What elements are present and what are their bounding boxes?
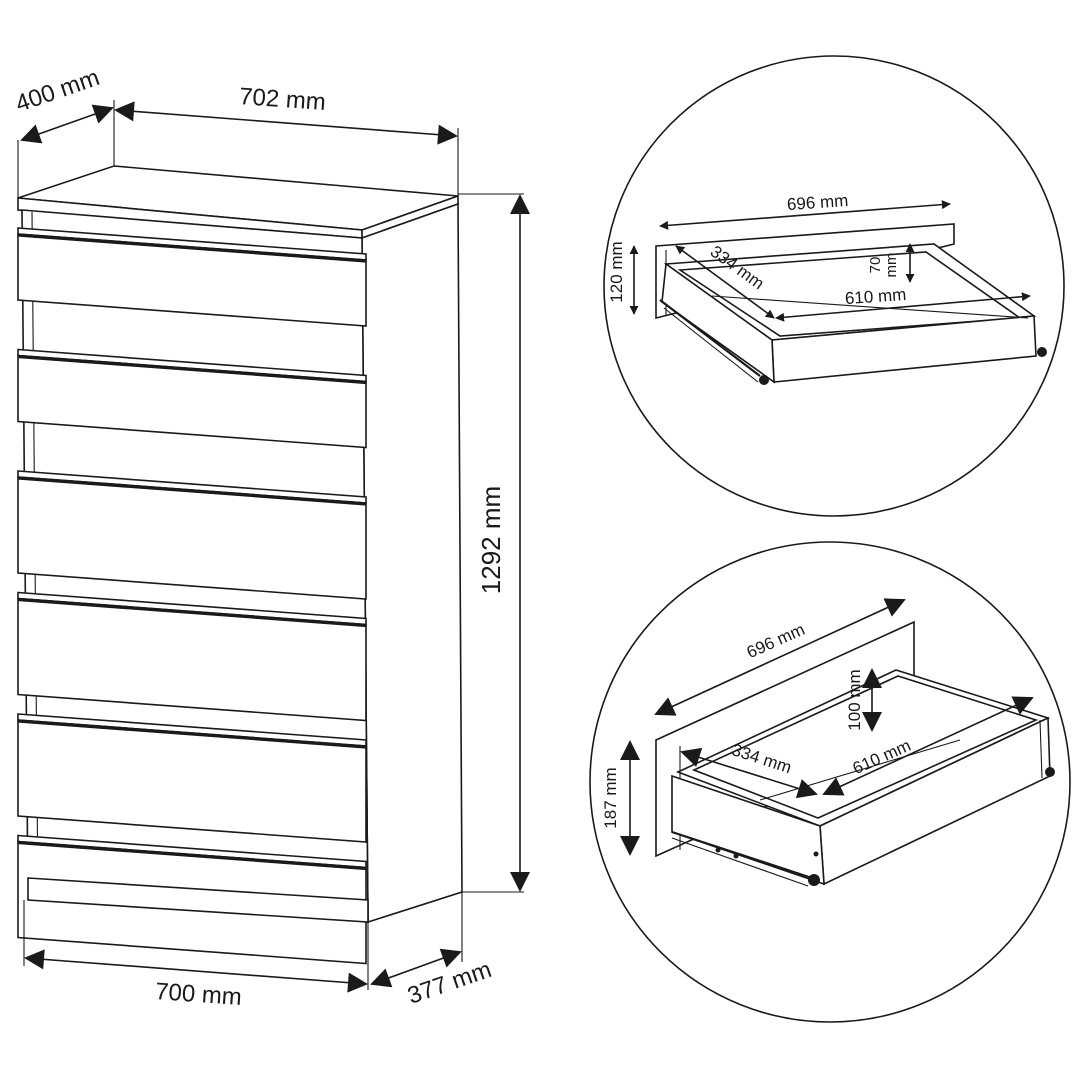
dim-arrow-depth-top <box>20 104 114 144</box>
label-small-inner-width: 610 mm <box>844 285 907 308</box>
label-large-inner-height: 100 mm <box>845 669 864 730</box>
label-height: 1292 mm <box>476 486 506 594</box>
cabinet-side-panel <box>361 202 463 924</box>
drawer-top-edge <box>17 598 367 628</box>
small-drawer-wheel <box>1037 347 1047 357</box>
drawer-front <box>17 233 367 327</box>
drawer-fronts <box>17 227 367 965</box>
large-drawer-runner <box>671 830 813 880</box>
label-large-front-width: 696 mm <box>744 620 808 662</box>
drawer-top-edge <box>17 234 367 263</box>
drawer-front <box>17 597 367 722</box>
label-width-bottom: 700 mm <box>154 978 242 1011</box>
dim-arrow-large-inner-depth <box>680 747 818 799</box>
drawer-top-edge <box>17 477 367 506</box>
label-small-front-width: 696 mm <box>786 191 849 214</box>
small-drawer-wheel <box>759 375 769 385</box>
detail-circle-large <box>589 541 1071 1023</box>
label-small-inner-height-value: 70 <box>867 257 884 274</box>
drawer-front <box>17 719 367 843</box>
dim-arrow-large-front-width <box>654 598 906 716</box>
label-depth-bottom: 377 mm <box>404 956 495 1010</box>
dim-arrow-depth-bottom <box>370 948 462 988</box>
large-drawer-runner-edge <box>671 837 809 887</box>
dim-arrow-large-inner-width <box>822 696 1034 796</box>
label-large-front-height: 187 mm <box>601 767 620 828</box>
dim-arrow-small-inner-width <box>775 292 1031 322</box>
drawer-top-edge <box>17 355 367 385</box>
large-drawer-wheel <box>1045 767 1055 777</box>
large-drawer-wheel <box>808 874 820 886</box>
label-width-top: 702 mm <box>238 83 326 116</box>
drawer-top-edge <box>17 841 367 871</box>
drawer-top-edge <box>17 720 367 749</box>
large-drawer-handle-hole <box>813 851 819 857</box>
detail-small-drawer: 696 mm 120 mm 334 mm 610 mm 70 mm <box>603 55 1065 517</box>
dim-arrow-width-top <box>114 101 458 145</box>
detail-large-drawer: 696 mm 187 mm 334 mm 610 mm 100 mm <box>589 541 1071 1023</box>
dim-arrow-width-bottom <box>24 949 368 993</box>
drawer-front <box>17 354 367 449</box>
label-small-front-height: 120 mm <box>607 241 626 302</box>
label-small-inner-height-unit: mm <box>883 253 900 278</box>
large-drawer-runner-screw <box>715 847 721 853</box>
label-depth-top: 400 mm <box>12 64 103 118</box>
large-drawer-runner-screw <box>733 853 739 859</box>
cabinet <box>17 165 463 965</box>
large-drawer-box-back-edge <box>1039 719 1043 779</box>
small-drawer-runner-edge <box>663 307 759 383</box>
detail-circle-small <box>603 55 1065 517</box>
drawer-front <box>17 476 367 600</box>
dim-arrow-small-inner-depth <box>675 245 775 319</box>
large-drawer-box-side <box>671 774 825 886</box>
dim-arrow-small-front-width <box>659 200 951 230</box>
